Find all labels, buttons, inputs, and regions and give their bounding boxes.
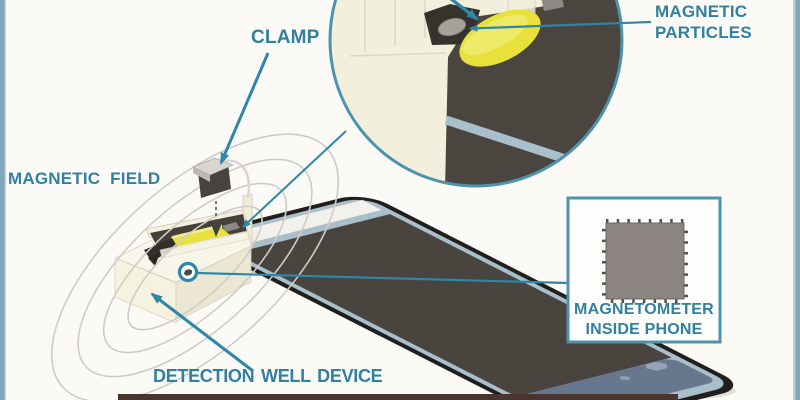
- label-clamp: CLAMP: [251, 27, 320, 48]
- phone-top-edge-stripe: [226, 210, 391, 254]
- label-magnetic-particles-line2: PARTICLES: [655, 23, 752, 42]
- left-edge-stripe: [0, 0, 5, 400]
- right-edge-highlight: [793, 0, 796, 400]
- clamp-arrow: [219, 52, 270, 165]
- tray-front-wall: [159, 230, 250, 259]
- inset-sample-liquid: [459, 9, 541, 67]
- label-magnetic-particles-line1: MAGNETIC: [655, 2, 748, 21]
- phone-screen: [234, 214, 672, 397]
- clamp-drop-arrowhead-icon: [210, 221, 223, 237]
- label-magnetometer-line2: INSIDE PHONE: [585, 321, 703, 338]
- magnetometer-connector-line: [196, 271, 568, 285]
- circle-marker-icon: [177, 261, 199, 283]
- label-magnetometer-line1: MAGNETOMETER: [574, 301, 714, 318]
- inset-strip-holder: [541, 0, 564, 11]
- detection-well-device-illustration: [114, 193, 253, 324]
- device-front-right-face: [175, 245, 252, 323]
- magnetic-particles-illustration: [437, 17, 467, 37]
- right-edge-stripe: [795, 0, 800, 400]
- label-magnetometer-inside-phone: MAGNETOMETER INSIDE PHONE: [569, 300, 719, 340]
- strip-holder: [222, 222, 240, 232]
- label-magnetic-particles: MAGNETIC PARTICLES: [655, 1, 752, 43]
- clamp-top-plate-side: [193, 167, 210, 182]
- left-edge-highlight: [4, 0, 6, 400]
- phone-bottom-bezel: [521, 359, 713, 400]
- well-funnel-spout: [148, 253, 160, 266]
- inset-well-wall-lines: [349, 0, 447, 57]
- chip-with-pins-icon: [605, 222, 685, 300]
- inset-sample-arrow: [449, 0, 479, 21]
- nav-diamond-icon: [620, 375, 630, 381]
- device-front-left-face: [114, 257, 177, 324]
- detection-well-arrow: [150, 292, 254, 373]
- inset-device-structure: [330, 0, 546, 186]
- sample-strip-highlight: [170, 224, 222, 240]
- label-detection-well-device: DETECTION WELL DEVICE: [153, 366, 383, 386]
- magnetometer-inset: [566, 196, 722, 344]
- bottom-crop-bar: [118, 394, 678, 400]
- hexagon-home-button-icon: [645, 361, 668, 371]
- field-line-inner: [127, 205, 263, 331]
- magnetic-particles-pointer: [468, 20, 652, 32]
- zoom-circle-border: [328, 0, 624, 188]
- label-magnetic-field: MAGNETIC FIELD: [8, 169, 161, 188]
- inset-source-line: [241, 130, 347, 229]
- zoom-circle-inset: [328, 0, 624, 188]
